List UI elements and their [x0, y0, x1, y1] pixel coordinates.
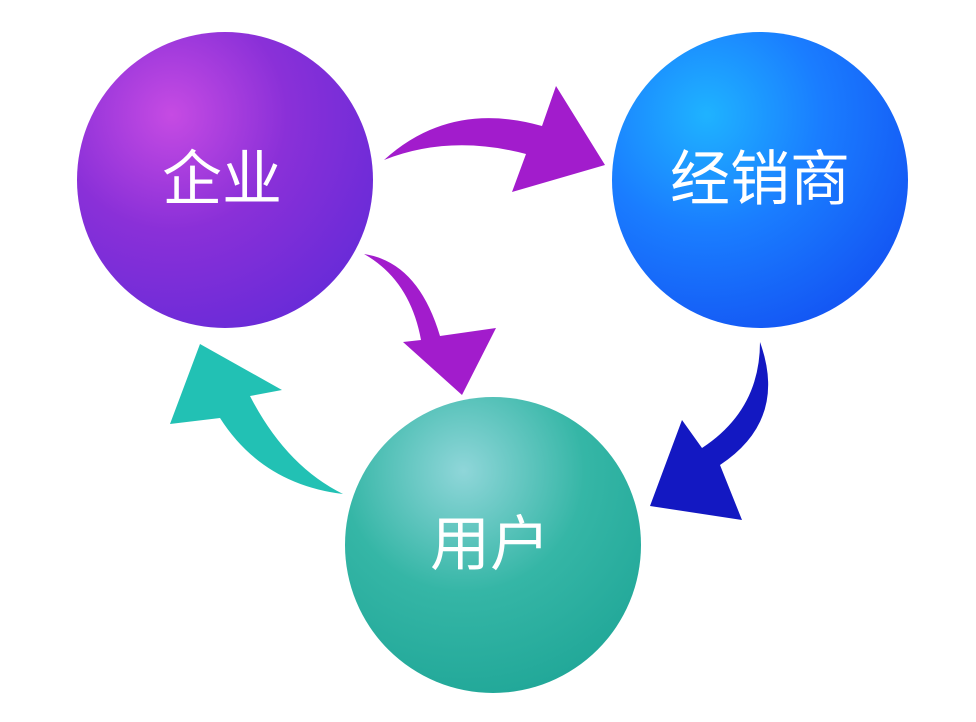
- arrow-enterprise-to-distributor: [384, 86, 605, 192]
- distributor-label: 经销商: [670, 145, 850, 215]
- arrow-enterprise-to-user: [364, 254, 496, 395]
- node-distributor: 经销商: [612, 32, 908, 328]
- user-label: 用户: [430, 510, 550, 580]
- distributor-sphere: [612, 32, 908, 328]
- arrow-user-to-enterprise: [170, 344, 343, 494]
- node-user: 用户: [345, 397, 641, 693]
- arrow-enterprise-to-user-shape: [364, 254, 496, 395]
- arrow-distributor-to-user: [650, 342, 769, 520]
- arrow-user-to-enterprise-shape: [170, 344, 343, 494]
- user-sphere: [345, 397, 641, 693]
- node-enterprise: 企业: [77, 32, 373, 328]
- arrow-distributor-to-user-shape: [650, 342, 769, 520]
- enterprise-label: 企业: [162, 145, 282, 215]
- arrow-enterprise-to-distributor-shape: [384, 86, 605, 192]
- enterprise-sphere: [77, 32, 373, 328]
